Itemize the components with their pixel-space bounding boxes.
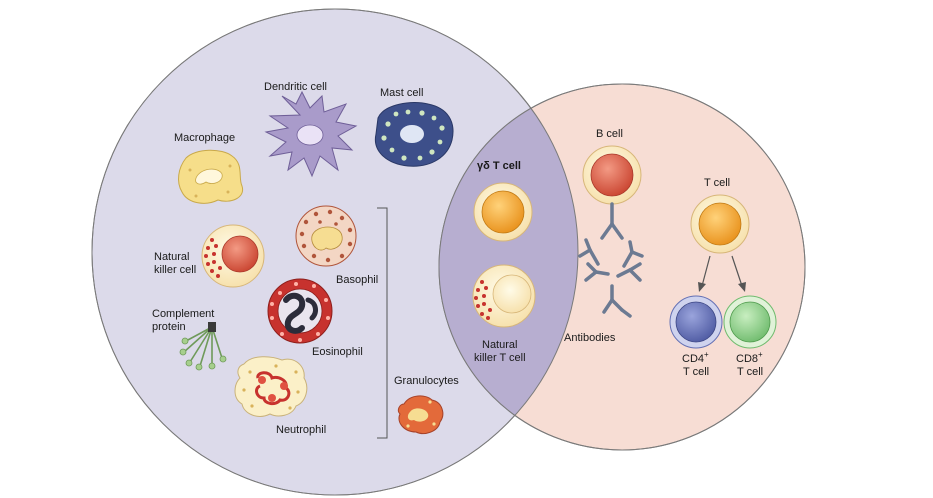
natural-killer-cell-icon [201,224,265,288]
cd4-t-cell-icon [669,295,723,349]
macrophage-icon [178,149,244,204]
t-cell-label: T cell [704,177,730,189]
eosinophil-icon [267,278,333,344]
gamma-delta-t-cell-label: γδ T cell [477,160,521,172]
dendritic-cell-icon [264,90,358,178]
antibody-icon [584,262,610,282]
t-cell-icon [690,194,750,254]
complement-label-line2: protein [152,321,186,333]
nkt-cell-label-line1: Natural [482,339,517,351]
dendritic-cell-label: Dendritic cell [264,81,327,93]
overlap-region [439,84,578,450]
cd4-superscript: + [704,350,709,359]
eosinophil-label: Eosinophil [312,346,363,358]
antibodies-label: Antibodies [564,332,616,344]
b-cell-label: B cell [596,128,623,140]
complement-protein-icon [179,322,227,371]
granulocytes-bracket [377,207,388,439]
basophil-icon [295,205,357,267]
antibody-icon [616,262,642,282]
cd8-t-cell-label-line1: CD8+ [736,350,763,365]
cd8-t-cell-icon [723,295,777,349]
antibody-icon [600,202,624,240]
antibody-icon [578,238,600,266]
b-cell-icon [582,145,642,205]
nk-cell-label-line2: killer cell [154,264,196,276]
cd8-prefix: CD8 [736,353,758,365]
cd4-prefix: CD4 [682,353,704,365]
natural-killer-t-cell-icon [472,264,536,328]
antibody-icon [622,240,644,268]
antibody-icon [602,284,632,318]
granulocyte-icon [397,395,444,435]
nkt-cell-label-line2: killer T cell [474,352,526,364]
neutrophil-label: Neutrophil [276,424,326,436]
nk-cell-label-line1: Natural [154,251,189,263]
cd8-superscript: + [758,350,763,359]
cd8-t-cell-label-line2: T cell [737,366,763,378]
gamma-delta-t-cell-icon [473,182,533,242]
macrophage-label: Macrophage [174,132,235,144]
cd4-t-cell-label-line1: CD4+ [682,350,709,365]
granulocytes-label: Granulocytes [394,375,459,387]
mast-cell-icon [374,102,454,167]
basophil-label: Basophil [336,274,378,286]
differentiation-arrows [698,255,746,292]
complement-label-line1: Complement [152,308,214,320]
mast-cell-label: Mast cell [380,87,423,99]
neutrophil-icon [234,356,308,417]
cd4-t-cell-label-line2: T cell [683,366,709,378]
